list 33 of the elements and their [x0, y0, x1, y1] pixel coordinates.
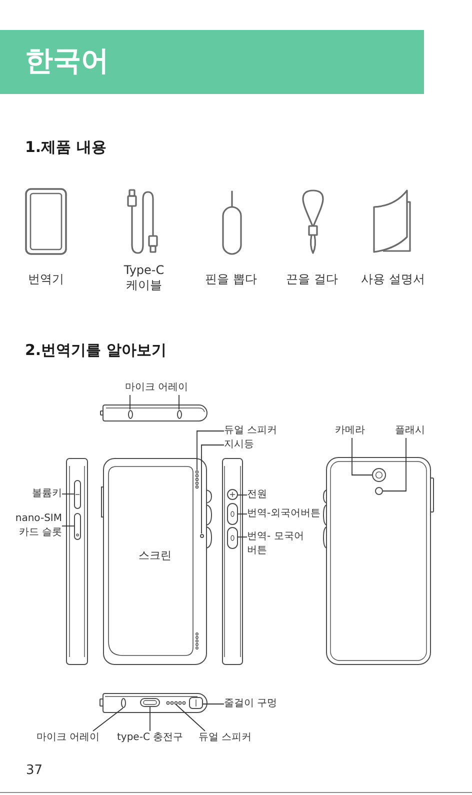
part-label: 번역-외국어버튼 — [247, 507, 321, 521]
item-label: 사용 설명서 — [361, 272, 425, 287]
part-label: 플래시 — [395, 424, 425, 438]
section-heading: 2.번역기를 알아보기 — [25, 341, 166, 360]
part-label: 카메라 — [335, 424, 365, 438]
section-heading: 1.제품 내용 — [25, 138, 106, 157]
part-label: 볼륨키 — [32, 487, 62, 501]
leader-line — [92, 708, 124, 732]
part-label: 듀얼 스피커 — [224, 424, 278, 438]
leader-line — [196, 430, 224, 470]
leader-line — [178, 394, 180, 410]
part-label: 마이크 어레이 — [36, 731, 100, 745]
leader-line — [382, 438, 406, 492]
item-label: 핀을 뽑다 — [205, 272, 257, 287]
leader-line — [352, 438, 372, 476]
screen-label: 스크린 — [138, 549, 172, 563]
page-title: 한국어 — [25, 43, 109, 79]
part-label: type-C 충전구 — [117, 731, 184, 745]
page-number: 37 — [26, 763, 43, 779]
part-label: 번역- 모국어 버튼 — [247, 530, 305, 558]
part-label: 지시등 — [224, 438, 254, 452]
leader-line — [237, 536, 248, 538]
part-label: 마이크 어레이 — [125, 381, 188, 395]
leader-line — [201, 444, 224, 534]
item-label: Type-C 케이블 — [124, 263, 164, 293]
item-label: 끈을 걸다 — [286, 272, 338, 287]
leader-line — [237, 494, 248, 496]
part-label: 전원 — [247, 488, 267, 502]
part-label: 듀얼 스피커 — [198, 731, 252, 745]
part-label: nano-SIM 카드 슬롯 — [14, 512, 62, 540]
leader-line — [176, 704, 206, 732]
part-label: 줄걸이 구멍 — [224, 697, 278, 711]
item-label: 번역기 — [28, 272, 64, 287]
